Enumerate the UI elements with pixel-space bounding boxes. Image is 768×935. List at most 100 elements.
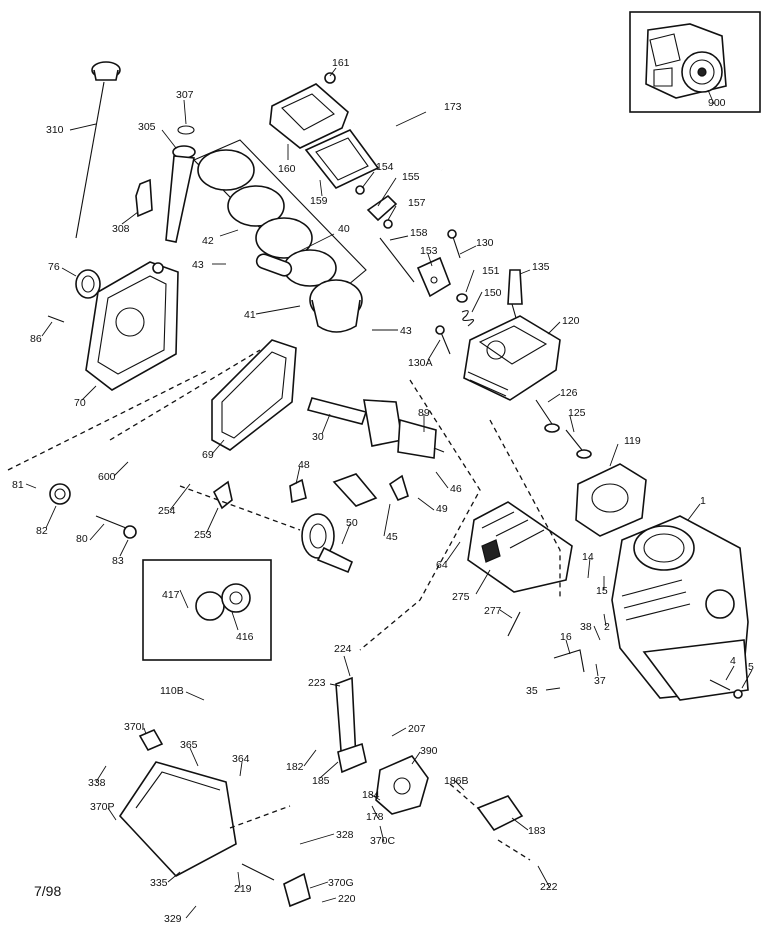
callout-2: 2: [604, 621, 610, 633]
gear-83: [123, 525, 137, 539]
callout-120: 120: [562, 315, 580, 327]
callout-130A: 130A: [408, 357, 433, 369]
callout-37: 37: [594, 675, 606, 687]
callout-76: 76: [48, 261, 60, 273]
callout-130: 130: [476, 237, 494, 249]
callout-30: 30: [312, 431, 324, 443]
callout-417: 417: [162, 589, 180, 601]
callout-254: 254: [158, 505, 176, 517]
bracket-16: [553, 649, 585, 673]
rocker-stud-153: [416, 256, 451, 298]
callout-328: 328: [336, 829, 354, 841]
assembly-guide-lines: [7, 349, 561, 861]
callout-46: 46: [450, 483, 462, 495]
callout-135: 135: [532, 261, 550, 273]
washer-151: [456, 293, 468, 303]
callout-329: 329: [164, 913, 182, 925]
callout-370P: 370P: [90, 801, 115, 813]
oil-fill-tube-305: [165, 125, 196, 243]
plate-370G: [283, 872, 311, 908]
lever-253: [212, 480, 233, 510]
valve-126: [535, 399, 560, 433]
callout-70: 70: [74, 397, 86, 409]
callout-173: 173: [444, 101, 462, 113]
callout-125: 125: [568, 407, 586, 419]
callout-159: 159: [310, 195, 328, 207]
callout-40: 40: [338, 223, 350, 235]
callout-150: 150: [484, 287, 502, 299]
callout-364: 364: [232, 753, 250, 765]
screw-130A: [435, 325, 451, 355]
callout-5: 5: [748, 661, 754, 673]
callout-305: 305: [138, 121, 156, 133]
callout-48: 48: [298, 459, 310, 471]
callout-43-right: 43: [400, 325, 412, 337]
callout-253: 253: [194, 529, 212, 541]
callout-41: 41: [244, 309, 256, 321]
callout-49: 49: [436, 503, 448, 515]
fuel-tank-bracket-183: [476, 795, 524, 832]
clip-308: [135, 178, 153, 218]
callout-64: 64: [436, 559, 448, 571]
callout-335: 335: [150, 877, 168, 889]
callout-4: 4: [730, 655, 736, 667]
oil-pump-inset: [142, 559, 272, 661]
gasket-69: [211, 339, 297, 451]
callout-80: 80: [76, 533, 88, 545]
callout-370G: 370G: [328, 877, 354, 889]
callout-275: 275: [452, 591, 470, 603]
piston-ring-group: [193, 139, 367, 333]
callout-126: 126: [560, 387, 578, 399]
camshaft-gear-50: [301, 513, 354, 574]
callout-155: 155: [402, 171, 420, 183]
dowel-4: [709, 679, 743, 699]
callout-38: 38: [580, 621, 592, 633]
oil-seal-76: [75, 269, 101, 299]
callout-157: 157: [408, 197, 426, 209]
callout-178: 178: [366, 811, 384, 823]
dipstick-310: [75, 61, 121, 239]
valve-125: [565, 429, 592, 459]
callout-16: 16: [560, 631, 572, 643]
push-rod-158: [379, 237, 415, 283]
callout-86: 86: [30, 333, 42, 345]
callout-370C: 370C: [370, 835, 396, 847]
shaft-80: [95, 515, 127, 529]
callout-83: 83: [112, 555, 124, 567]
callout-151: 151: [482, 265, 500, 277]
breather-tube-173: [353, 119, 445, 171]
callout-119: 119: [624, 435, 641, 447]
cylinder-block-1: [611, 515, 749, 701]
callout-153: 153: [420, 245, 438, 257]
callout-185: 185: [312, 775, 330, 787]
callout-154: 154: [376, 161, 394, 173]
cylinder-head-120: [463, 315, 561, 401]
callout-35: 35: [526, 685, 538, 697]
callout-110B: 110B: [160, 685, 184, 697]
gear-82: [49, 483, 71, 505]
screw-130: [447, 229, 461, 259]
callout-43-left: 43: [192, 259, 204, 271]
spring-150: [461, 310, 475, 327]
callout-15: 15: [596, 585, 608, 597]
callout-45: 45: [386, 531, 398, 543]
carburetor-390: [375, 755, 429, 815]
crankcase-cover-70: [85, 261, 179, 391]
callout-14: 14: [582, 551, 594, 563]
callout-219: 219: [234, 883, 252, 895]
callout-308: 308: [112, 223, 130, 235]
rod-219: [241, 863, 275, 881]
callout-307: 307: [176, 89, 194, 101]
muffler-275: [467, 501, 573, 593]
date-code: 7/98: [34, 883, 61, 899]
callout-416: 416: [236, 631, 254, 643]
leader-lines: [25, 67, 753, 919]
callout-labels: 161 307 173 310 305 160 154 155 157 159 …: [12, 57, 754, 925]
stud-277: [507, 611, 521, 637]
callout-365: 365: [180, 739, 198, 751]
callout-89: 89: [418, 407, 430, 419]
callout-220: 220: [338, 893, 356, 905]
callout-158: 158: [410, 227, 428, 239]
callout-1: 1: [700, 495, 706, 507]
